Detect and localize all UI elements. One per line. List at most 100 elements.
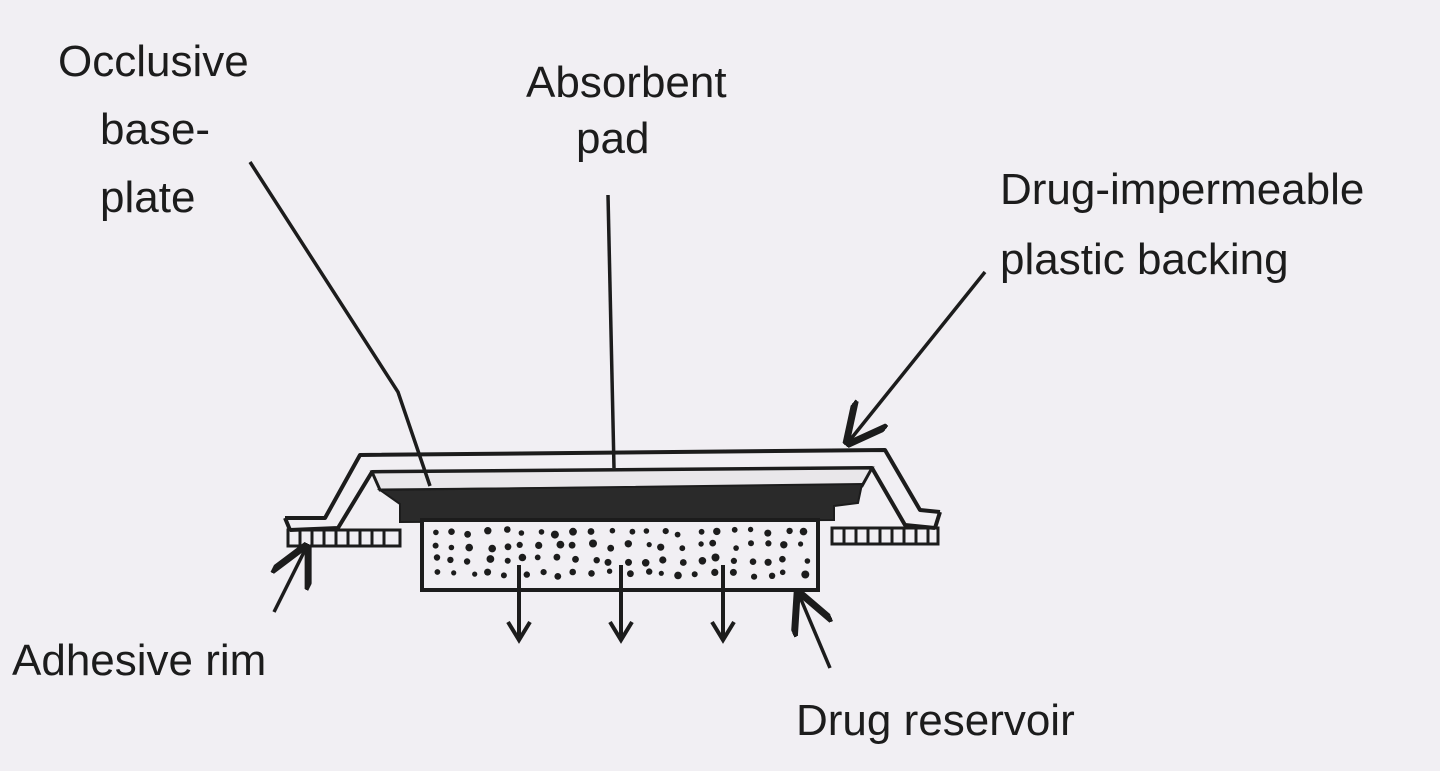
reservoir-dot xyxy=(674,531,681,538)
reservoir-dot xyxy=(679,545,686,552)
reservoir-dot xyxy=(629,528,636,535)
reservoir-dot xyxy=(713,527,721,536)
reservoir-dot xyxy=(658,570,664,576)
reservoir-dot xyxy=(504,557,511,564)
reservoir-dot xyxy=(780,541,788,549)
reservoir-dot xyxy=(751,573,758,580)
reservoir-dot xyxy=(711,568,719,577)
release-arrows xyxy=(506,565,736,644)
reservoir-dot xyxy=(484,527,492,535)
label-adhesive-rim: Adhesive rim xyxy=(12,636,267,685)
label-absorbent-line-2: pad xyxy=(576,114,650,163)
reservoir-dot xyxy=(662,528,669,535)
reservoir-dot xyxy=(768,572,776,579)
reservoir-dot xyxy=(625,558,632,566)
adhesive-rim-left xyxy=(286,528,402,548)
reservoir-dot xyxy=(447,556,454,564)
reservoir-dot xyxy=(486,555,495,563)
label-occlusive-baseplate: Occlusive base- plate xyxy=(58,28,249,232)
reservoir-dot xyxy=(779,555,786,563)
reservoir-dot xyxy=(451,570,457,576)
reservoir-dot xyxy=(516,541,523,549)
leader-backing xyxy=(850,270,987,440)
leader-drug-reservoir xyxy=(800,597,830,669)
reservoir-dot xyxy=(691,571,698,578)
reservoir-dot xyxy=(432,542,439,549)
label-occlusive-line-2: base- xyxy=(100,105,211,154)
reservoir-dot xyxy=(641,559,650,567)
reservoir-dot xyxy=(674,571,682,580)
reservoir-dot xyxy=(646,542,652,548)
label-occlusive-line-3: plate xyxy=(100,173,196,222)
reservoir-dot xyxy=(748,540,754,547)
reservoir-dot xyxy=(764,558,772,566)
reservoir-dot xyxy=(448,528,455,535)
reservoir-dot xyxy=(572,555,579,563)
reservoir-dot xyxy=(554,573,562,580)
reservoir-dot xyxy=(730,557,738,565)
reservoir-dot xyxy=(698,541,704,547)
label-drug-reservoir: Drug reservoir xyxy=(796,696,1075,745)
reservoir-dot xyxy=(433,529,439,536)
reservoir-dot xyxy=(500,572,507,579)
reservoir-dot xyxy=(801,570,810,579)
reservoir-dot xyxy=(465,543,474,552)
reservoir-dot xyxy=(779,569,786,576)
reservoir-dot xyxy=(643,528,650,534)
reservoir-dot xyxy=(659,556,667,564)
reservoir-dot xyxy=(538,529,545,535)
reservoir-dot xyxy=(729,568,737,576)
reservoir-dot xyxy=(550,530,559,539)
reservoir-dot xyxy=(607,544,615,552)
reservoir-dot xyxy=(698,557,707,565)
reservoir-dot xyxy=(604,558,612,566)
reservoir-dot xyxy=(534,554,541,561)
reservoir-dot xyxy=(568,541,576,549)
reservoir-dot xyxy=(488,544,497,553)
leader-occlusive-baseplate xyxy=(248,161,432,487)
reservoir-dot xyxy=(587,528,595,535)
label-backing-line-1: Drug-impermeable xyxy=(1000,165,1365,214)
reservoir-dot xyxy=(463,558,471,565)
reservoir-dot xyxy=(646,568,653,575)
reservoir-dot xyxy=(804,558,811,564)
reservoir-dot xyxy=(798,541,804,547)
reservoir-dot xyxy=(627,570,634,578)
reservoir-dot xyxy=(747,526,754,533)
leader-adhesive-rim xyxy=(274,550,305,613)
reservoir-dot xyxy=(518,553,527,562)
reservoir-dot xyxy=(657,543,665,551)
reservoir-dot xyxy=(749,558,757,565)
reservoir-dot xyxy=(484,568,492,576)
reservoir-dot xyxy=(556,540,565,549)
reservoir-dot xyxy=(733,545,739,551)
reservoir-dot xyxy=(711,553,720,562)
reservoir-dot xyxy=(523,571,530,578)
reservoir-dot xyxy=(679,559,687,566)
reservoir-dot xyxy=(434,569,441,575)
reservoir-dot xyxy=(433,554,441,561)
reservoir-dot xyxy=(569,568,576,576)
reservoir-dot xyxy=(593,557,600,564)
reservoir-dot xyxy=(504,526,511,533)
reservoir-dot xyxy=(764,529,772,537)
reservoir-dot xyxy=(569,527,577,536)
reservoir-dot xyxy=(786,527,793,535)
reservoir-dot xyxy=(698,528,705,535)
label-drug-impermeable-backing: Drug-impermeable plastic backing xyxy=(1000,155,1364,295)
leader-absorbent-pad xyxy=(606,194,616,469)
reservoir-dots xyxy=(432,526,811,580)
reservoir-dot xyxy=(553,553,561,561)
reservoir-dot xyxy=(518,530,525,536)
reservoir-dot xyxy=(799,527,808,536)
adhesive-rim-right xyxy=(830,526,940,546)
label-occlusive-line-1: Occlusive xyxy=(58,37,249,86)
reservoir-dot xyxy=(540,569,547,576)
reservoir-dot xyxy=(464,530,471,538)
reservoir-dot xyxy=(472,571,478,577)
reservoir-dot xyxy=(765,540,772,547)
reservoir-dot xyxy=(588,570,595,577)
label-absorbent-pad: Absorbent pad xyxy=(526,55,727,167)
